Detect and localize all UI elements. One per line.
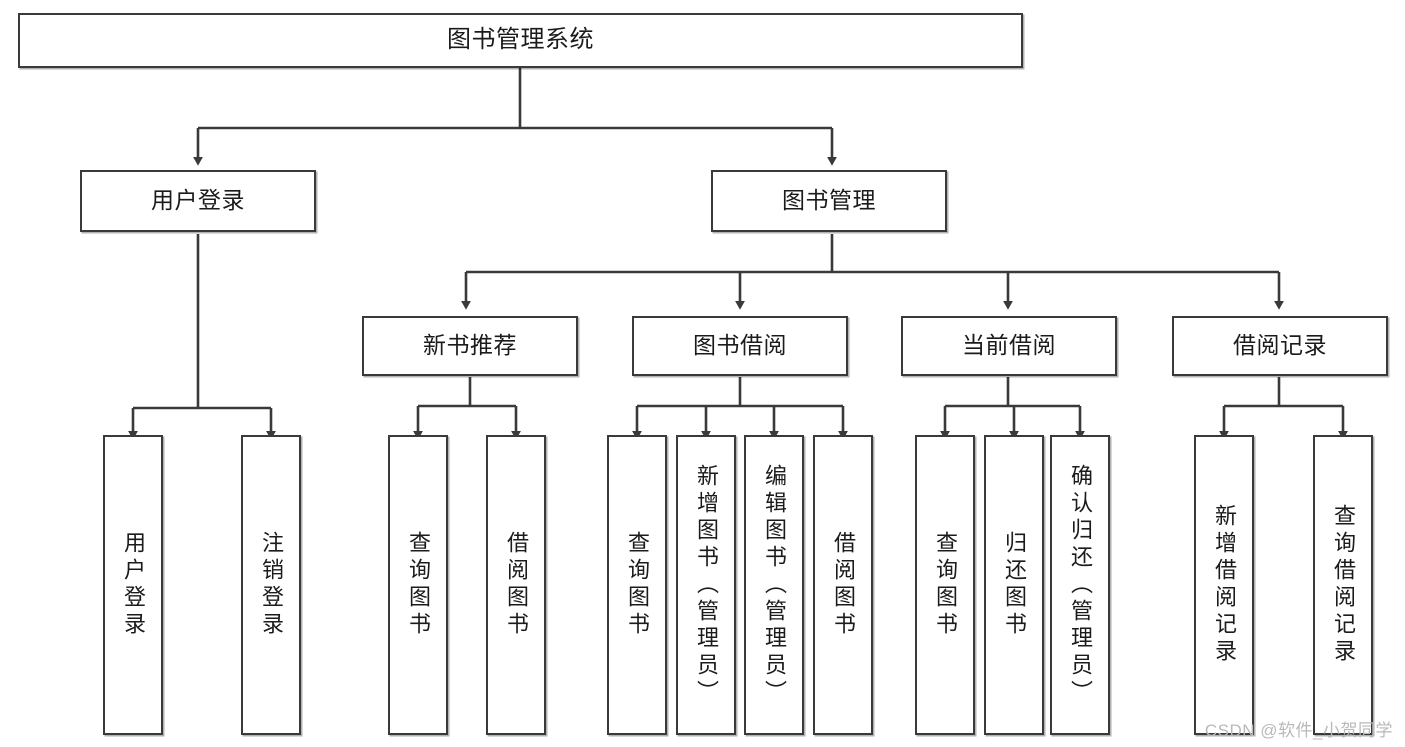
node-root-system[interactable]: 图书管理系统 bbox=[18, 13, 1023, 68]
node-label: 借阅图书 bbox=[831, 531, 856, 639]
leaf-logout[interactable]: 注销登录 bbox=[241, 435, 301, 735]
leaf-add-borrow-record[interactable]: 新增借阅记录 bbox=[1194, 435, 1254, 735]
node-label: 查询图书 bbox=[625, 531, 650, 639]
leaf-borrow-book[interactable]: 借阅图书 bbox=[813, 435, 873, 735]
node-label: 编辑图书（管理员） bbox=[762, 463, 787, 707]
node-label: 查询图书 bbox=[933, 531, 958, 639]
node-new-book-recommend[interactable]: 新书推荐 bbox=[362, 316, 578, 376]
node-book-management[interactable]: 图书管理 bbox=[711, 170, 947, 232]
leaf-user-login[interactable]: 用户登录 bbox=[103, 435, 163, 735]
node-label: 新书推荐 bbox=[423, 332, 517, 359]
leaf-query-book-borrow[interactable]: 查询图书 bbox=[607, 435, 667, 735]
node-label: 图书管理 bbox=[782, 187, 876, 214]
csdn-watermark: CSDN @软件_小贺同学 bbox=[1204, 721, 1393, 740]
node-label: 查询图书 bbox=[406, 531, 431, 639]
leaf-return-book[interactable]: 归还图书 bbox=[984, 435, 1044, 735]
node-label: 新增借阅记录 bbox=[1212, 504, 1237, 666]
node-label: 当前借阅 bbox=[962, 332, 1056, 359]
node-label: 借阅图书 bbox=[504, 531, 529, 639]
node-label: 图书借阅 bbox=[693, 332, 787, 359]
node-label: 图书管理系统 bbox=[447, 26, 594, 54]
node-label: 确认归还（管理员） bbox=[1068, 463, 1093, 707]
node-user-login[interactable]: 用户登录 bbox=[80, 170, 316, 232]
node-current-borrow[interactable]: 当前借阅 bbox=[901, 316, 1117, 376]
node-borrow-records[interactable]: 借阅记录 bbox=[1172, 316, 1388, 376]
node-book-borrow[interactable]: 图书借阅 bbox=[632, 316, 848, 376]
leaf-confirm-return-admin[interactable]: 确认归还（管理员） bbox=[1050, 435, 1110, 735]
node-label: 注销登录 bbox=[259, 531, 284, 639]
node-label: 借阅记录 bbox=[1233, 332, 1327, 359]
leaf-query-book-current[interactable]: 查询图书 bbox=[915, 435, 975, 735]
leaf-query-borrow-record[interactable]: 查询借阅记录 bbox=[1313, 435, 1373, 735]
node-label: 查询借阅记录 bbox=[1331, 504, 1356, 666]
node-label: 用户登录 bbox=[121, 531, 146, 639]
leaf-add-book-admin[interactable]: 新增图书（管理员） bbox=[676, 435, 736, 735]
leaf-edit-book-admin[interactable]: 编辑图书（管理员） bbox=[744, 435, 804, 735]
leaf-query-book-recommend[interactable]: 查询图书 bbox=[388, 435, 448, 735]
node-label: 用户登录 bbox=[151, 187, 245, 214]
node-label: 新增图书（管理员） bbox=[694, 463, 719, 707]
leaf-borrow-book-recommend[interactable]: 借阅图书 bbox=[486, 435, 546, 735]
node-label: 归还图书 bbox=[1002, 531, 1027, 639]
